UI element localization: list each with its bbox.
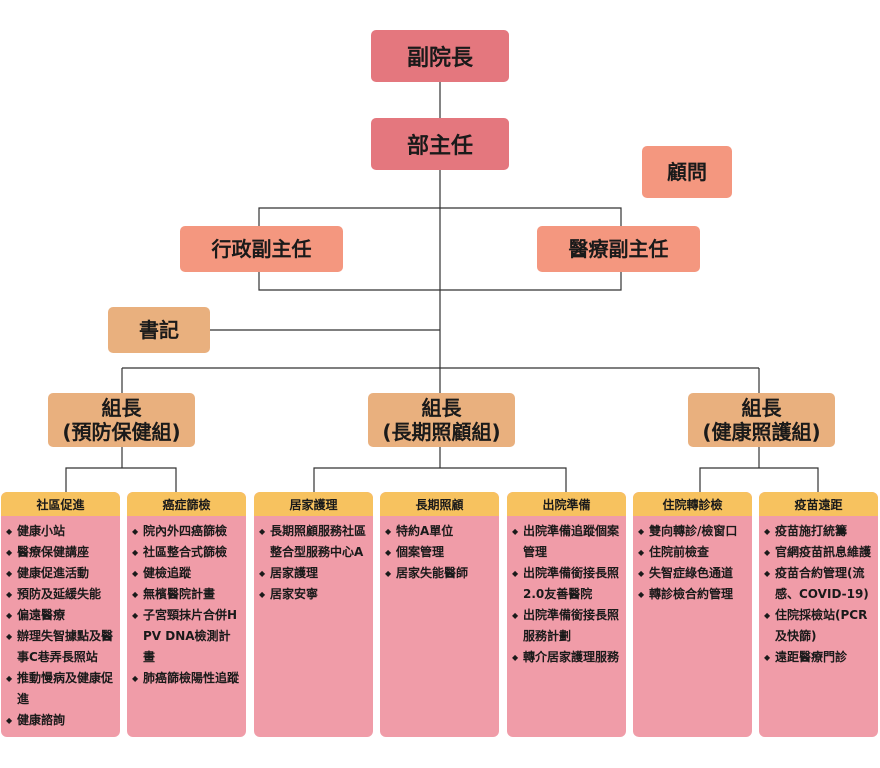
unit-task: 居家失能醫師 bbox=[385, 563, 495, 584]
unit-title: 出院準備 bbox=[507, 492, 626, 516]
unit-task: 疫苗合約管理(流感、COVID-19) bbox=[764, 563, 874, 605]
medical-deputy-label: 醫療副主任 bbox=[568, 237, 669, 261]
advisor-label: 顧問 bbox=[667, 160, 707, 184]
unit-task: 預防及延緩失能 bbox=[6, 584, 116, 605]
unit-task: 住院採檢站(PCR及快篩) bbox=[764, 605, 874, 647]
unit-task: 出院準備追蹤個案管理 bbox=[512, 521, 622, 563]
unit-task: 出院準備銜接長照2.0友善醫院 bbox=[512, 563, 622, 605]
group-leader-title: 組長 bbox=[101, 396, 142, 420]
unit-cancer-screening: 癌症篩檢 院內外四癌篩檢 社區整合式篩檢 健檢追蹤 無檳醫院計畫 子宮頸抹片合併… bbox=[127, 492, 246, 737]
group-leader-longterm-care: 組長 (長期照顧組) bbox=[368, 393, 515, 447]
secretary-label: 書記 bbox=[139, 318, 179, 342]
unit-task: 無檳醫院計畫 bbox=[132, 584, 242, 605]
unit-task: 特約A單位 bbox=[385, 521, 495, 542]
unit-long-term-care: 長期照顧 特約A單位 個案管理 居家失能醫師 bbox=[380, 492, 499, 737]
vice-president-box: 副院長 bbox=[371, 30, 509, 82]
unit-task: 失智症綠色通道 bbox=[638, 563, 748, 584]
unit-task: 健檢追蹤 bbox=[132, 563, 242, 584]
unit-task: 肺癌篩檢陽性追蹤 bbox=[132, 668, 242, 689]
unit-task-list: 特約A單位 個案管理 居家失能醫師 bbox=[380, 516, 499, 584]
unit-title: 癌症篩檢 bbox=[127, 492, 246, 516]
unit-task: 出院準備銜接長照服務計劃 bbox=[512, 605, 622, 647]
unit-task: 推動慢病及健康促進 bbox=[6, 668, 116, 710]
unit-discharge-planning: 出院準備 出院準備追蹤個案管理 出院準備銜接長照2.0友善醫院 出院準備銜接長照… bbox=[507, 492, 626, 737]
unit-task: 健康小站 bbox=[6, 521, 116, 542]
admin-deputy-box: 行政副主任 bbox=[180, 226, 343, 272]
group-name: (長期照顧組) bbox=[382, 420, 501, 444]
unit-title: 社區促進 bbox=[1, 492, 120, 516]
unit-task: 辦理失智據點及醫事C巷弄長照站 bbox=[6, 626, 116, 668]
unit-title: 長期照顧 bbox=[380, 492, 499, 516]
vice-president-label: 副院長 bbox=[406, 46, 473, 71]
group-leader-prevention: 組長 (預防保健組) bbox=[48, 393, 195, 447]
unit-home-nursing: 居家護理 長期照顧服務社區整合型服務中心A 居家護理 居家安寧 bbox=[254, 492, 373, 737]
unit-referral-check: 住院轉診檢 雙向轉診/檢窗口 住院前檢查 失智症綠色通道 轉診檢合約管理 bbox=[633, 492, 752, 737]
medical-deputy-box: 醫療副主任 bbox=[537, 226, 700, 272]
unit-task-list: 健康小站 醫療保健講座 健康促進活動 預防及延緩失能 偏遠醫療 辦理失智據點及醫… bbox=[1, 516, 120, 731]
group-leader-title: 組長 bbox=[421, 396, 462, 420]
unit-task: 住院前檢查 bbox=[638, 542, 748, 563]
secretary-box: 書記 bbox=[108, 307, 210, 353]
director-box: 部主任 bbox=[371, 118, 509, 170]
unit-task-list: 院內外四癌篩檢 社區整合式篩檢 健檢追蹤 無檳醫院計畫 子宮頸抹片合併HPV D… bbox=[127, 516, 246, 689]
group-leader-title: 組長 bbox=[741, 396, 782, 420]
unit-task-list: 出院準備追蹤個案管理 出院準備銜接長照2.0友善醫院 出院準備銜接長照服務計劃 … bbox=[507, 516, 626, 668]
unit-task: 居家護理 bbox=[259, 563, 369, 584]
unit-task: 遠距醫療門診 bbox=[764, 647, 874, 668]
unit-task: 社區整合式篩檢 bbox=[132, 542, 242, 563]
unit-title: 住院轉診檢 bbox=[633, 492, 752, 516]
unit-task-list: 疫苗施打統籌 官網疫苗訊息維護 疫苗合約管理(流感、COVID-19) 住院採檢… bbox=[759, 516, 878, 668]
unit-title: 居家護理 bbox=[254, 492, 373, 516]
unit-task: 醫療保健講座 bbox=[6, 542, 116, 563]
unit-task: 轉介居家護理服務 bbox=[512, 647, 622, 668]
unit-task: 轉診檢合約管理 bbox=[638, 584, 748, 605]
advisor-box: 顧問 bbox=[642, 146, 732, 198]
unit-task-list: 長期照顧服務社區整合型服務中心A 居家護理 居家安寧 bbox=[254, 516, 373, 605]
unit-task: 子宮頸抹片合併HPV DNA檢測計畫 bbox=[132, 605, 242, 668]
unit-task: 疫苗施打統籌 bbox=[764, 521, 874, 542]
unit-task: 雙向轉診/檢窗口 bbox=[638, 521, 748, 542]
unit-vaccine-telehealth: 疫苗遠距 疫苗施打統籌 官網疫苗訊息維護 疫苗合約管理(流感、COVID-19)… bbox=[759, 492, 878, 737]
unit-task: 個案管理 bbox=[385, 542, 495, 563]
unit-task: 長期照顧服務社區整合型服務中心A bbox=[259, 521, 369, 563]
director-label: 部主任 bbox=[406, 134, 473, 159]
unit-task-list: 雙向轉診/檢窗口 住院前檢查 失智症綠色通道 轉診檢合約管理 bbox=[633, 516, 752, 605]
group-name: (預防保健組) bbox=[62, 420, 181, 444]
unit-task: 健康促進活動 bbox=[6, 563, 116, 584]
unit-task: 官網疫苗訊息維護 bbox=[764, 542, 874, 563]
unit-task: 居家安寧 bbox=[259, 584, 369, 605]
group-leader-health-care: 組長 (健康照護組) bbox=[688, 393, 835, 447]
unit-task: 院內外四癌篩檢 bbox=[132, 521, 242, 542]
admin-deputy-label: 行政副主任 bbox=[211, 237, 312, 261]
unit-title: 疫苗遠距 bbox=[759, 492, 878, 516]
group-name: (健康照護組) bbox=[702, 420, 821, 444]
unit-community-promotion: 社區促進 健康小站 醫療保健講座 健康促進活動 預防及延緩失能 偏遠醫療 辦理失… bbox=[1, 492, 120, 737]
unit-task: 健康諮詢 bbox=[6, 710, 116, 731]
unit-task: 偏遠醫療 bbox=[6, 605, 116, 626]
